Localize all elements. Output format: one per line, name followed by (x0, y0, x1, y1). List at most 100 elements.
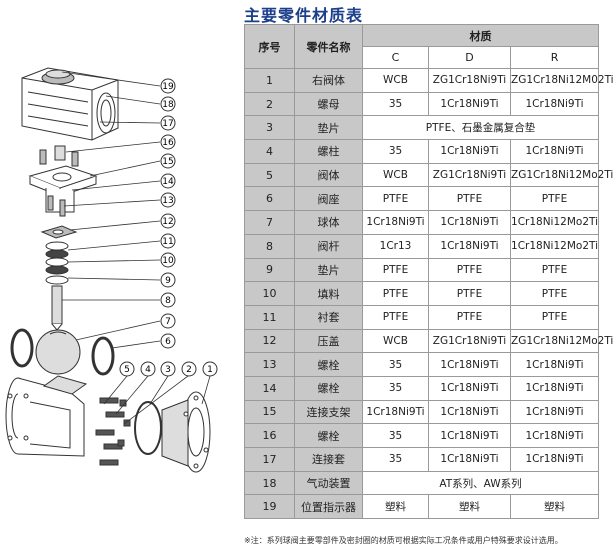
row-material-d: 1Cr18Ni9Ti (428, 399, 511, 425)
row-material-d: 塑料 (428, 494, 511, 520)
gasket-drawing (134, 401, 162, 455)
row-material-c: WCB (362, 68, 429, 93)
row-part-name: 螺柱 (294, 139, 363, 164)
callout-7: 7 (165, 317, 171, 327)
exploded-valve-drawing: 19 18 17 16 15 14 13 12 11 10 9 8 7 6 5 … (5, 67, 218, 473)
right-body-drawing (161, 391, 211, 473)
callout-14: 14 (162, 177, 174, 187)
callout-15: 15 (162, 157, 173, 167)
row-material-c: PTFE (362, 304, 429, 330)
row-index: 17 (244, 447, 295, 472)
row-index: 13 (244, 352, 295, 377)
packing-rings-drawing (45, 241, 69, 285)
row-part-name: 阀座 (294, 186, 363, 212)
row-material-c: PTFE (362, 186, 429, 212)
row-index: 8 (244, 233, 295, 259)
row-index: 19 (244, 494, 295, 520)
row-part-name: 球体 (294, 210, 363, 235)
footnote: ※注：系列球阀主要零部件及密封圈的材质可根据实际工况条件或用户特殊要求设计选用。 (244, 536, 563, 545)
callout-4: 4 (145, 365, 151, 375)
row-material-c: 1Cr13 (362, 233, 429, 259)
row-material-d: ZG1Cr18Ni9Ti (428, 328, 511, 354)
row-part-name: 气动装置 (294, 470, 363, 496)
callout-6: 6 (165, 337, 171, 347)
callout-5: 5 (124, 365, 130, 375)
row-material-r: PTFE (509, 257, 600, 283)
row-material-c: PTFE (362, 257, 429, 283)
callout-18: 18 (162, 100, 174, 110)
row-material-d: PTFE (428, 257, 511, 283)
row-part-name: 连接套 (294, 447, 363, 472)
row-material-c: WCB (362, 328, 429, 354)
header-index: 序号 (244, 24, 295, 69)
row-index: 15 (244, 399, 295, 425)
callout-10: 10 (162, 256, 174, 266)
row-material-d: PTFE (428, 304, 511, 330)
row-material-d: 1Cr18Ni9Ti (428, 423, 511, 448)
ball-drawing (35, 329, 81, 375)
row-material-d: 1Cr18Ni9Ti (428, 447, 511, 472)
row-material-d: 1Cr18Ni9Ti (428, 91, 511, 117)
row-material-r: 1Cr18Ni12Mo2Ti (509, 210, 600, 235)
row-index: 4 (244, 139, 295, 164)
row-material-c: PTFE (362, 281, 429, 306)
header-grade-r: R (509, 46, 600, 69)
callout-19: 19 (162, 82, 174, 92)
row-material-c: 35 (362, 91, 429, 117)
row-part-name: 垫片 (294, 257, 363, 283)
row-material-c: WCB (362, 162, 429, 188)
row-material-r: 1Cr18Ni9Ti (509, 447, 600, 472)
row-material-d: 1Cr18Ni9Ti (428, 352, 511, 377)
callout-2: 2 (186, 365, 192, 375)
row-material-r: 1Cr18Ni9Ti (509, 91, 600, 117)
row-material-r: PTFE (509, 186, 600, 212)
header-grade-d: D (428, 46, 511, 69)
row-material-c: 35 (362, 139, 429, 164)
row-material-r: 1Cr18Ni9Ti (509, 399, 600, 425)
row-index: 16 (244, 423, 295, 448)
row-index: 7 (244, 210, 295, 235)
row-material-c: 塑料 (362, 494, 429, 520)
callout-17: 17 (162, 119, 173, 129)
callout-3: 3 (165, 365, 171, 375)
row-material-d: 1Cr18Ni9Ti (428, 233, 511, 259)
valve-body-drawing (5, 375, 88, 457)
row-material-d: ZG1Cr18Ni9Ti (428, 68, 511, 93)
row-part-name: 位置指示器 (294, 494, 363, 520)
row-material-r: PTFE (509, 281, 600, 306)
row-material-c: 1Cr18Ni9Ti (362, 399, 429, 425)
row-part-name: 压盖 (294, 328, 363, 354)
row-material-c: 35 (362, 375, 429, 401)
row-material-d: PTFE (428, 281, 511, 306)
leader-lines (61, 71, 211, 425)
row-material-shared: PTFE、石墨金属复合垫 (361, 115, 600, 141)
row-index: 5 (244, 162, 295, 188)
studs-drawing (95, 397, 131, 466)
row-index: 6 (244, 186, 295, 212)
gland-drawing (40, 225, 78, 239)
callout-9: 9 (165, 276, 171, 286)
row-material-c: 35 (362, 423, 429, 448)
callout-8: 8 (165, 296, 171, 306)
row-part-name: 连接支架 (294, 399, 363, 425)
table-title: 主要零件材质表 (244, 6, 364, 25)
header-material: 材质 (361, 24, 600, 47)
row-index: 3 (244, 115, 295, 141)
row-material-r: ZG1Cr18Ni12Mo2Ti (509, 162, 613, 188)
row-material-r: PTFE (509, 304, 600, 330)
row-material-r: ZG1Cr18Ni12M02Ti (509, 68, 614, 93)
